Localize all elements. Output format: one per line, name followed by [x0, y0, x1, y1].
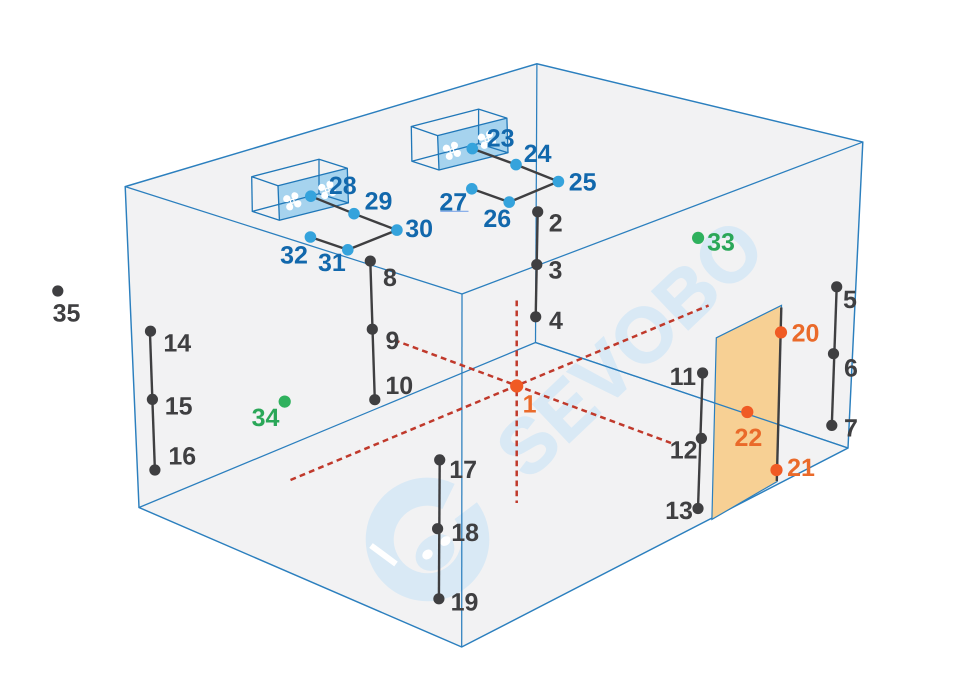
- svg-text:34: 34: [252, 404, 280, 432]
- svg-text:17: 17: [449, 456, 477, 484]
- svg-text:1: 1: [523, 391, 537, 419]
- svg-text:28: 28: [329, 172, 357, 200]
- svg-text:8: 8: [383, 264, 397, 292]
- svg-text:6: 6: [844, 354, 858, 382]
- svg-text:2: 2: [549, 209, 563, 237]
- svg-text:7: 7: [844, 414, 858, 442]
- svg-text:30: 30: [405, 215, 433, 243]
- svg-text:25: 25: [569, 168, 597, 196]
- svg-text:11: 11: [670, 363, 697, 391]
- svg-text:19: 19: [451, 589, 479, 617]
- svg-text:26: 26: [483, 205, 511, 233]
- svg-text:33: 33: [707, 229, 735, 257]
- svg-text:27: 27: [439, 189, 467, 217]
- svg-text:21: 21: [787, 454, 815, 482]
- svg-text:9: 9: [386, 327, 400, 355]
- svg-text:31: 31: [318, 249, 346, 277]
- svg-text:15: 15: [165, 393, 193, 421]
- svg-text:22: 22: [734, 424, 762, 452]
- svg-text:24: 24: [524, 140, 552, 168]
- svg-text:35: 35: [53, 300, 81, 328]
- svg-text:20: 20: [792, 320, 820, 348]
- svg-text:18: 18: [451, 519, 479, 547]
- svg-text:14: 14: [163, 330, 191, 358]
- svg-text:32: 32: [280, 242, 308, 270]
- svg-text:3: 3: [549, 256, 563, 284]
- svg-text:29: 29: [365, 188, 393, 216]
- svg-text:4: 4: [549, 307, 563, 335]
- svg-text:16: 16: [168, 442, 196, 470]
- svg-text:23: 23: [487, 124, 515, 152]
- svg-text:12: 12: [670, 437, 698, 465]
- svg-text:13: 13: [665, 497, 693, 525]
- svg-text:10: 10: [385, 372, 413, 400]
- svg-text:5: 5: [843, 286, 857, 314]
